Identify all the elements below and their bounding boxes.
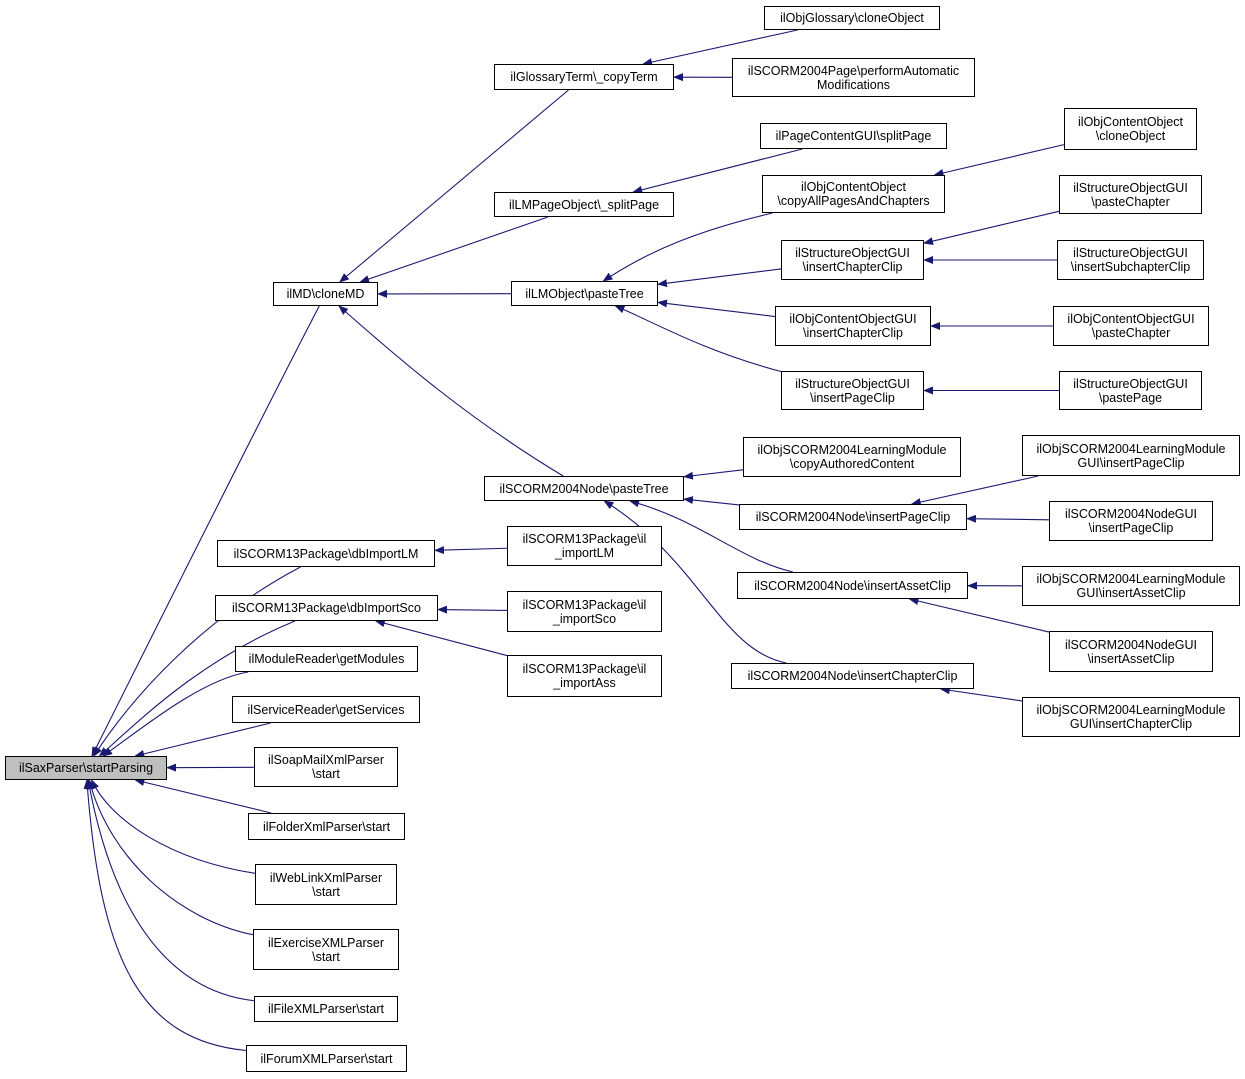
edge-cobjCopyAll-lmPaste xyxy=(602,212,773,282)
edge-stInsChap-lmPaste xyxy=(657,268,782,288)
node-exercisexmlparser-start[interactable]: ilExerciseXMLParser \start xyxy=(253,929,399,970)
edge-scLmCopy-scPaste xyxy=(683,469,744,480)
edge-folderXml-root xyxy=(134,778,272,814)
node-scorm2004nodegui-insertpageclip[interactable]: ilSCORM2004NodeGUI \insertPageClip xyxy=(1049,501,1213,541)
node-weblinkxmlparser-start[interactable]: ilWebLinkXmlParser \start xyxy=(255,864,397,905)
node-scorm2004node-pastetree[interactable]: ilSCORM2004Node\pasteTree xyxy=(484,476,684,501)
node-scorm2004node-insertchapterclip[interactable]: ilSCORM2004Node\insertChapterClip xyxy=(731,663,974,689)
node-scorm2004nodegui-insertassetclip[interactable]: ilSCORM2004NodeGUI \insertAssetClip xyxy=(1049,631,1213,672)
node-servicereader-getservices[interactable]: ilServiceReader\getServices xyxy=(232,696,420,723)
node-scorm2004node-insertpageclip[interactable]: ilSCORM2004Node\insertPageClip xyxy=(739,504,967,530)
edge-lmSplit-cloneMD xyxy=(359,216,549,283)
edge-scInsChap-scPaste xyxy=(603,500,787,664)
edge-pcSplit-lmSplit xyxy=(632,148,803,194)
edge-s13dbSco-root xyxy=(98,620,296,757)
node-filexmlparser-start[interactable]: ilFileXMLParser\start xyxy=(254,996,398,1022)
node-scorm2004node-insertassetclip[interactable]: ilSCORM2004Node\insertAssetClip xyxy=(737,572,968,599)
edge-svcReader-root xyxy=(134,722,271,758)
node-lmpageobject-splitpage[interactable]: ilLMPageObject\_splitPage xyxy=(494,192,674,217)
node-md-clonemd[interactable]: ilMD\cloneMD xyxy=(273,282,378,306)
edge-scNodeGuiInsAsset-scInsAsset xyxy=(908,597,1050,633)
edge-exercise-root xyxy=(87,779,254,936)
node-structureobjectgui-pastepage[interactable]: ilStructureObjectGUI \pastePage xyxy=(1059,371,1202,410)
node-scorm13package-dbimportsco[interactable]: ilSCORM13Package\dbImportSco xyxy=(215,595,438,621)
node-objscorm2004lm-copyauthoredcontent[interactable]: ilObjSCORM2004LearningModule \copyAuthor… xyxy=(743,437,961,477)
edge-cobjClone-cobjCopyAll xyxy=(933,144,1065,177)
node-soapmailxmlparser-start[interactable]: ilSoapMailXmlParser \start xyxy=(254,747,398,787)
node-folderxmlparser-start[interactable]: ilFolderXmlParser\start xyxy=(248,813,405,840)
node-structureobjectgui-pastechapter[interactable]: ilStructureObjectGUI \pasteChapter xyxy=(1059,175,1202,214)
node-scorm2004page-performautomaticmodifications[interactable]: ilSCORM2004Page\performAutomatic Modific… xyxy=(732,58,975,97)
node-scorm13package-importass[interactable]: ilSCORM13Package\il _importAss xyxy=(507,655,662,697)
node-glossaryterm-copyterm[interactable]: ilGlossaryTerm\_copyTerm xyxy=(494,64,674,90)
node-objglossary-cloneobject[interactable]: ilObjGlossary\cloneObject xyxy=(764,6,940,30)
node-objcontentobjectgui-insertchapterclip[interactable]: ilObjContentObjectGUI \insertChapterClip xyxy=(775,306,931,346)
edge-cloneMD-root xyxy=(91,305,320,757)
node-scorm13package-importlm[interactable]: ilSCORM13Package\il _importLM xyxy=(507,526,662,566)
node-structureobjectgui-insertpageclip[interactable]: ilStructureObjectGUI \insertPageClip xyxy=(781,371,924,410)
edge-fileXml-root xyxy=(85,779,255,1002)
edge-webLink-root xyxy=(91,779,256,874)
edge-cobjGuiInsChap-lmPaste xyxy=(657,299,776,318)
edge-s13dbLM-root xyxy=(93,566,301,757)
edge-scLmGuiInsChap-scInsChap xyxy=(939,686,1023,702)
edge-scPaste-cloneMD xyxy=(338,305,564,477)
edge-scInsAsset-scPaste xyxy=(629,499,794,573)
edge-s13impLM-s13dbLM xyxy=(434,546,508,555)
edge-scNodeGuiInsPage-scInsPage xyxy=(966,514,1050,523)
node-pagecontentgui-splitpage[interactable]: ilPageContentGUI\splitPage xyxy=(760,123,947,149)
node-objcontentobject-cloneobject[interactable]: ilObjContentObject \cloneObject xyxy=(1064,108,1197,150)
node-objcontentobjectgui-pastechapter[interactable]: ilObjContentObjectGUI \pasteChapter xyxy=(1053,306,1209,346)
edge-scLmGuiInsPage-scInsPage xyxy=(910,475,1039,506)
edge-scInsPage-scPaste xyxy=(683,496,740,506)
node-objscorm2004lmgui-insertchapterclip[interactable]: ilObjSCORM2004LearningModule GUI\insertC… xyxy=(1022,697,1240,737)
edge-stInsPage-lmPaste xyxy=(614,305,782,373)
node-objcontentobject-copyallpagesandchapters[interactable]: ilObjContentObject \copyAllPagesAndChapt… xyxy=(762,175,945,213)
edge-modReader-root xyxy=(102,671,249,757)
node-modulereader-getmodules[interactable]: ilModuleReader\getModules xyxy=(235,646,418,672)
edge-stPasteChap-stInsChap xyxy=(923,210,1060,245)
edge-copyTerm-cloneMD xyxy=(339,89,569,283)
edge-s13impAss-s13dbSco xyxy=(374,619,508,657)
edge-forumXml-root xyxy=(83,779,247,1052)
node-scorm13package-importsco[interactable]: ilSCORM13Package\il _importSco xyxy=(507,591,662,632)
edge-glossClone-copyTerm xyxy=(642,29,798,66)
node-lmobject-pastetree[interactable]: ilLMObject\pasteTree xyxy=(511,281,658,306)
node-forumxmlparser-start[interactable]: ilForumXMLParser\start xyxy=(246,1045,407,1072)
node-objscorm2004lmgui-insertpageclip[interactable]: ilObjSCORM2004LearningModule GUI\insertP… xyxy=(1022,435,1240,476)
edge-s13impSco-s13dbSco xyxy=(437,605,508,614)
node-structureobjectgui-insertsubchapterclip[interactable]: ilStructureObjectGUI \insertSubchapterCl… xyxy=(1057,240,1204,280)
node-structureobjectgui-insertchapterclip[interactable]: ilStructureObjectGUI \insertChapterClip xyxy=(781,240,924,280)
node-saxparser-startparsing: ilSaxParser\startParsing xyxy=(5,756,167,780)
node-scorm13package-dbimportlm[interactable]: ilSCORM13Package\dbImportLM xyxy=(217,540,435,567)
node-objscorm2004lmgui-insertassetclip[interactable]: ilObjSCORM2004LearningModule GUI\insertA… xyxy=(1022,566,1240,606)
